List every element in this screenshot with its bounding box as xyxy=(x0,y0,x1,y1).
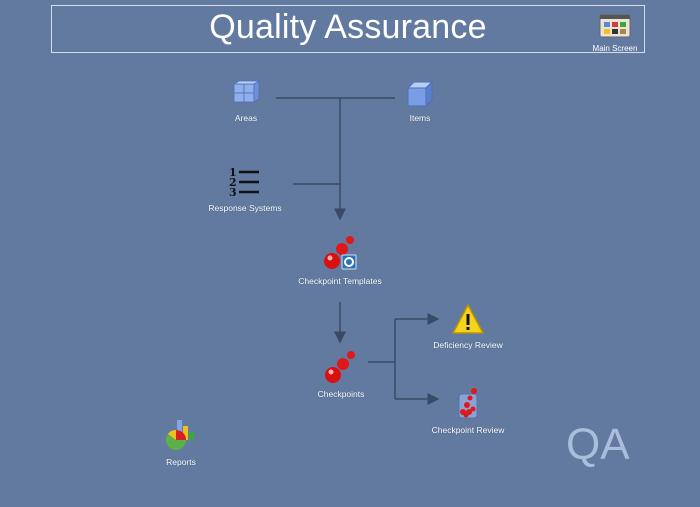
svg-text:1: 1 xyxy=(229,166,237,179)
checkpoint-templates-icon xyxy=(324,236,357,270)
main-screen-button[interactable]: Main Screen xyxy=(590,14,640,53)
reports-node[interactable]: Reports xyxy=(156,418,206,467)
checkpoint-templates-node[interactable]: Checkpoint Templates xyxy=(295,233,385,286)
reports-label: Reports xyxy=(166,457,196,467)
checkpoint-review-icon xyxy=(458,388,478,419)
checkpoints-label: Checkpoints xyxy=(317,389,365,399)
items-node[interactable]: Items xyxy=(396,80,444,123)
cubes-icon xyxy=(232,80,261,103)
checkpoint-templates-label: Checkpoint Templates xyxy=(298,276,382,286)
page-title: Quality Assurance xyxy=(209,8,487,46)
checkpoint-review-label: Checkpoint Review xyxy=(431,425,505,435)
deficiency-review-node[interactable]: Deficiency Review xyxy=(428,303,508,350)
checkpoints-node[interactable]: Checkpoints xyxy=(308,348,374,399)
header-bar: Quality Assurance Main Screen xyxy=(51,5,645,53)
checkpoints-icon xyxy=(325,351,355,383)
areas-node[interactable]: Areas xyxy=(222,80,270,123)
warning-icon xyxy=(451,303,485,334)
reports-chart-icon xyxy=(166,420,194,450)
main-screen-icon xyxy=(599,14,631,38)
svg-text:2: 2 xyxy=(229,176,237,189)
items-label: Items xyxy=(409,113,431,123)
cube-icon xyxy=(406,80,434,108)
main-screen-label: Main Screen xyxy=(592,44,638,53)
response-systems-label: Response Systems xyxy=(208,203,282,213)
areas-label: Areas xyxy=(234,113,258,123)
svg-text:3: 3 xyxy=(229,186,237,198)
numbered-list-icon: 123 xyxy=(229,166,259,199)
qa-watermark: QA xyxy=(566,420,630,469)
deficiency-review-label: Deficiency Review xyxy=(433,340,503,350)
checkpoint-review-node[interactable]: Checkpoint Review xyxy=(426,386,510,435)
